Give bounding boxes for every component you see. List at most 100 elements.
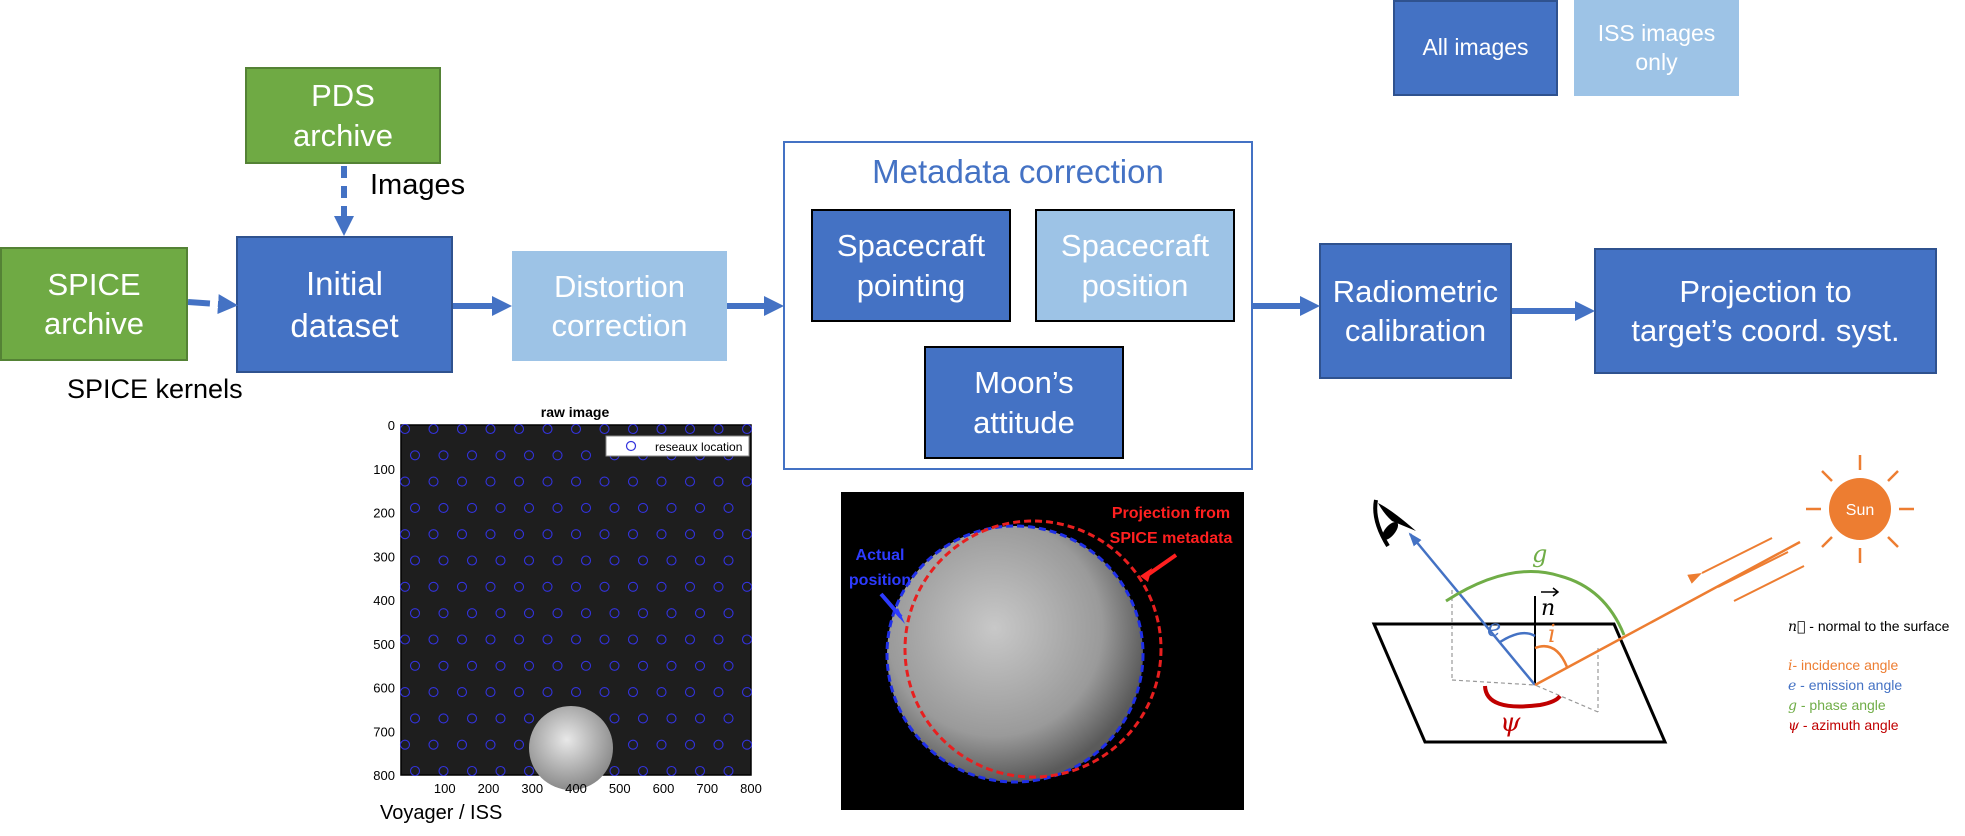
reseau-marker	[570, 529, 582, 540]
reseau-marker	[599, 529, 610, 540]
reseau-marker	[552, 450, 563, 461]
reseau-marker	[741, 423, 753, 435]
reseau-marker	[399, 476, 411, 487]
reseau-marker	[609, 765, 620, 777]
angle-legend: n⃗ - normal to the surface i- incidence a…	[1788, 618, 1950, 734]
raw-plot-legend-marker	[625, 440, 637, 452]
reseau-marker	[723, 660, 734, 671]
eye-icon	[1373, 499, 1416, 548]
reseau-marker	[713, 634, 724, 645]
reseau-marker	[409, 660, 421, 671]
x-tick-label: 500	[609, 781, 631, 796]
reseau-marker	[399, 687, 411, 698]
reseau-marker	[399, 739, 411, 750]
reseau-marker	[637, 608, 649, 619]
reseau-marker	[656, 423, 667, 435]
projection-box: Projection to target’s coord. syst.	[1594, 248, 1937, 374]
reseau-marker	[741, 476, 753, 487]
reseau-marker	[428, 423, 439, 435]
reseau-marker	[570, 581, 582, 592]
sun-label: Sun	[1846, 502, 1874, 519]
x-tick-label: 600	[653, 781, 675, 796]
reseau-marker	[399, 529, 411, 540]
reseau-marker	[580, 608, 592, 619]
actual-position-circle	[885, 524, 1145, 784]
reseau-marker	[428, 476, 439, 487]
reseau-marker	[713, 581, 724, 592]
reseau-marker	[723, 765, 734, 777]
angle-legend-item: i- incidence angle	[1788, 657, 1899, 674]
reseau-marker	[495, 765, 506, 777]
reseau-marker	[713, 423, 724, 435]
reseau-marker	[513, 529, 525, 540]
reseau-marker	[552, 555, 563, 566]
reseau-marker	[552, 502, 563, 513]
reseau-marker	[523, 660, 535, 671]
spice-projection-arrow	[1144, 553, 1178, 578]
i-label: i	[1548, 620, 1556, 648]
reseau-marker	[666, 502, 677, 513]
reseau-marker	[580, 502, 592, 513]
reseau-marker	[656, 687, 667, 698]
voyager-iss-label: Voyager / ISS	[380, 802, 503, 824]
reseau-marker	[570, 634, 582, 645]
angle-legend-item: n⃗ - normal to the surface	[1788, 618, 1950, 635]
x-tick-label: 700	[696, 781, 718, 796]
reseau-marker	[438, 450, 449, 461]
reseau-marker	[684, 529, 696, 540]
reseau-marker	[741, 581, 753, 592]
incidence-arc	[1534, 644, 1569, 668]
g-label: g	[1532, 540, 1547, 568]
reseau-marker	[627, 581, 639, 592]
reseau-marker	[666, 608, 677, 619]
reseau-marker	[466, 713, 478, 724]
y-tick-label: 100	[373, 462, 395, 477]
reseau-marker	[627, 476, 639, 487]
radiometric-calibration-box: Radiometric calibration	[1319, 243, 1512, 379]
reseau-marker	[485, 529, 496, 540]
reseau-marker	[438, 765, 449, 777]
moon-attitude-box: Moon’s attitude	[924, 346, 1124, 459]
reseau-marker	[409, 502, 421, 513]
reseau-marker	[656, 739, 667, 750]
emission-arc	[1499, 631, 1536, 644]
reseau-marker	[570, 476, 582, 487]
y-tick-label: 300	[373, 549, 395, 564]
reseau-marker	[409, 450, 421, 461]
reseau-marker	[627, 529, 639, 540]
reseau-marker	[438, 660, 449, 671]
reseau-marker	[713, 687, 724, 698]
sun-icon: Sun	[1806, 455, 1914, 563]
reseau-marker	[456, 581, 468, 592]
reseau-marker	[656, 634, 667, 645]
reseau-marker	[580, 555, 592, 566]
reseau-marker	[684, 634, 696, 645]
x-tick-label: 800	[740, 781, 762, 796]
reseau-marker	[684, 739, 696, 750]
reseau-marker	[485, 581, 496, 592]
reseau-marker	[466, 555, 478, 566]
reseau-marker	[466, 450, 478, 461]
y-tick-label: 500	[373, 637, 395, 652]
reseau-marker	[599, 634, 610, 645]
reseau-marker	[466, 765, 478, 777]
reseau-marker	[428, 634, 439, 645]
reseau-marker	[666, 555, 677, 566]
legend-iss-only: ISS images only	[1574, 0, 1739, 96]
reseau-marker	[485, 476, 496, 487]
reseau-marker	[542, 687, 553, 698]
reseau-marker	[666, 765, 677, 777]
reseau-marker	[438, 555, 449, 566]
reseau-marker	[428, 687, 439, 698]
raw-plot-title: raw image	[541, 404, 610, 420]
reseau-marker	[495, 608, 506, 619]
x-tick-label: 200	[478, 781, 500, 796]
reseau-marker	[523, 450, 535, 461]
reseau-marker	[741, 529, 753, 540]
distortion-correction-box: Distortion correction	[512, 251, 727, 361]
reseau-marker	[409, 765, 421, 777]
reseau-marker	[694, 713, 706, 724]
